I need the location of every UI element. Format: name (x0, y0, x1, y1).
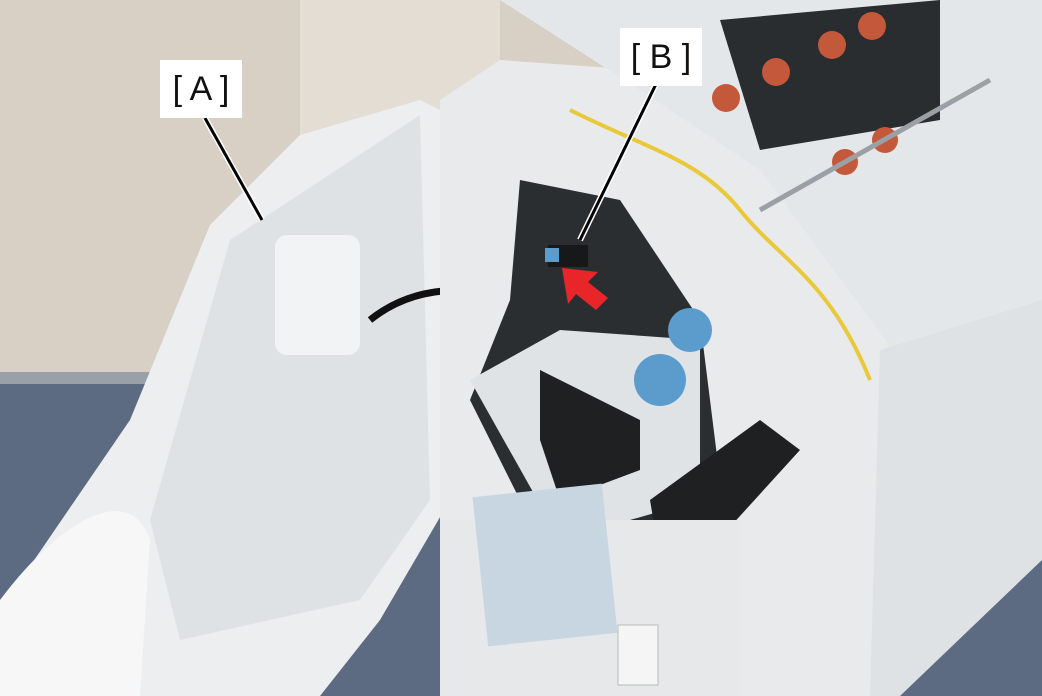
knob-blue (634, 354, 686, 406)
callout-label-b: [ B ] (620, 28, 702, 86)
sensor-tab (545, 248, 559, 262)
callout-label-a: [ A ] (160, 60, 242, 118)
instruction-label (472, 483, 618, 647)
roller (762, 58, 790, 86)
paper-guide-dark (720, 0, 940, 150)
lock-label (617, 624, 659, 686)
knob-blue (668, 308, 712, 352)
red-arrow-icon (562, 268, 608, 310)
leader-line-a (203, 117, 264, 221)
inner-mechanism (540, 370, 640, 500)
leader-line-b (578, 81, 659, 241)
packing-foam (0, 511, 150, 696)
roller (712, 84, 740, 112)
roller (818, 31, 846, 59)
wire-harness (569, 108, 872, 381)
cover-hinge-block (275, 235, 360, 355)
shaft (758, 77, 992, 213)
front-cover-inner (150, 115, 430, 640)
right-door (870, 300, 1042, 696)
roller (858, 12, 886, 40)
